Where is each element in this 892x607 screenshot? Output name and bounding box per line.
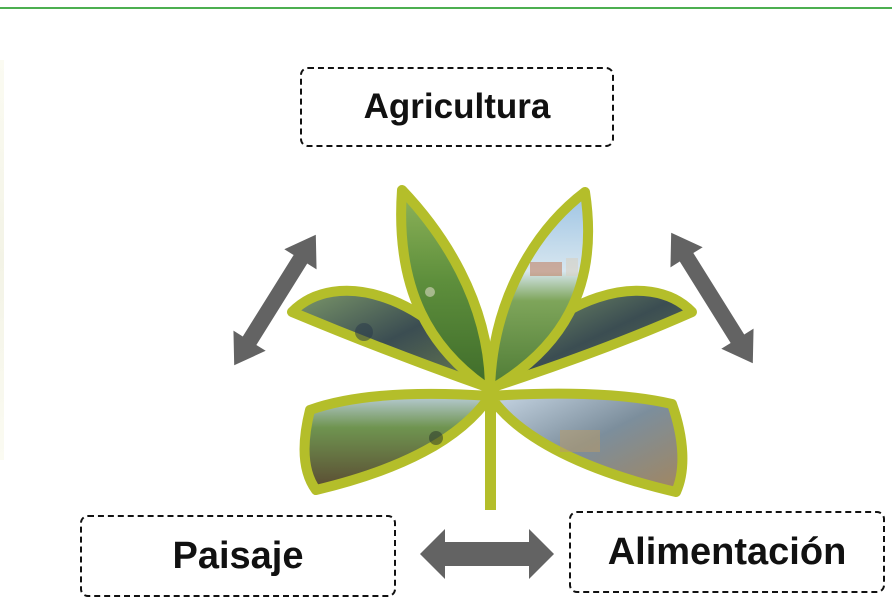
leaf-photo-field-workers	[299, 388, 495, 495]
photo-details	[355, 258, 600, 452]
paisaje-label-box: Paisaje	[80, 515, 396, 597]
double-arrow-bottom	[420, 529, 554, 579]
top-divider-line	[0, 7, 892, 9]
agricultura-label: Agricultura	[363, 87, 551, 126]
leaf-stem	[485, 388, 496, 510]
double-arrow-upper-right	[670, 232, 754, 364]
paisaje-label: Paisaje	[172, 534, 304, 577]
leaf-photo-greenhouse-crops	[396, 185, 495, 395]
double-arrow-upper-left	[233, 234, 317, 366]
leaf-photo-farm-landscape	[485, 187, 594, 395]
alimentacion-label-box: Alimentación	[569, 511, 885, 593]
left-edge-strip	[0, 60, 4, 460]
agricultura-label-box: Agricultura	[300, 67, 614, 147]
alimentacion-label: Alimentación	[607, 530, 847, 573]
